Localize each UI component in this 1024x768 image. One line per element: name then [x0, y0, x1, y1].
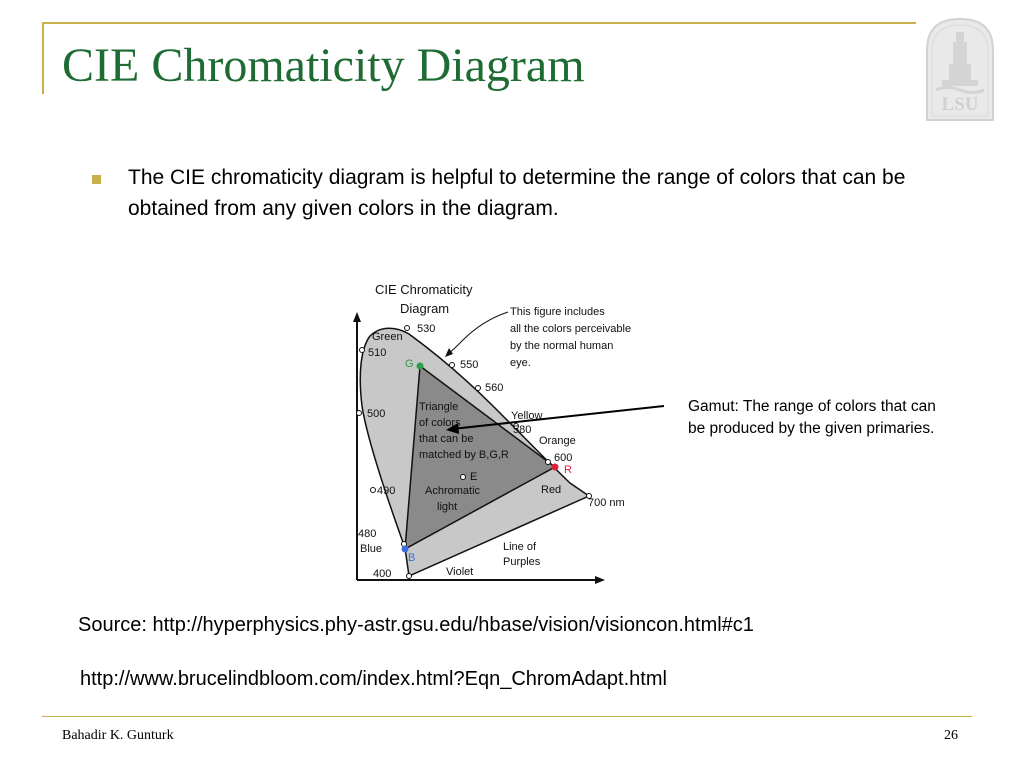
gamut-definition: Gamut: The range of colors that can be p… — [688, 398, 936, 437]
label-primary-b: B — [408, 552, 415, 564]
wl-marker-400 — [406, 573, 412, 579]
label-purples-line1: Line of — [503, 541, 537, 553]
diagram-title-line1: CIE Chromaticity — [375, 282, 473, 297]
figure-note-line1: This figure includes — [510, 306, 605, 318]
footer-rule — [42, 716, 972, 717]
note-pointer-head — [445, 348, 453, 357]
primaries-triangle — [404, 364, 557, 551]
primary-b-point — [401, 545, 409, 553]
wl-marker-600 — [545, 459, 551, 465]
title-frame-left-rule — [42, 22, 44, 94]
achromatic-line2: light — [437, 501, 457, 513]
label-primary-r: R — [564, 464, 572, 476]
label-510: 510 — [368, 347, 386, 359]
triangle-text-line2: of colors — [419, 417, 461, 429]
source-link-hyperphysics[interactable]: Source: http://hyperphysics.phy-astr.gsu… — [78, 614, 754, 636]
label-purples-line2: Purples — [503, 556, 541, 568]
label-green: Green — [372, 331, 403, 343]
label-700: 700 nm — [588, 497, 625, 509]
figure-note-line3: by the normal human — [510, 340, 613, 352]
wl-marker-560 — [475, 385, 481, 391]
label-550: 550 — [460, 359, 478, 371]
triangle-text-line3: that can be — [419, 433, 473, 445]
label-400: 400 — [373, 568, 391, 580]
slide-title: CIE Chromaticity Diagram — [62, 39, 585, 92]
primary-r-point — [551, 463, 559, 471]
triangle-text-line4: matched by B,G,R — [419, 449, 509, 461]
label-orange: Orange — [539, 435, 576, 447]
wl-marker-510 — [359, 347, 365, 353]
label-violet: Violet — [446, 566, 473, 578]
label-yellow: Yellow — [511, 410, 542, 422]
bullet-text: The CIE chromaticity diagram is helpful … — [128, 166, 906, 220]
label-primary-g: G — [405, 358, 414, 370]
label-blue: Blue — [360, 543, 382, 555]
note-pointer — [447, 311, 509, 355]
gamut-arrow — [446, 405, 665, 434]
label-480: 480 — [358, 528, 376, 540]
diagram-title-line2: Diagram — [400, 301, 449, 316]
page-number: 26 — [944, 728, 958, 743]
label-490: 490 — [377, 485, 395, 497]
wl-marker-580 — [513, 423, 519, 429]
cie-chromaticity-figure: CIE Chromaticity Diagram This figure inc… — [353, 282, 631, 584]
label-500: 500 — [367, 408, 385, 420]
achromatic-line1: Achromatic — [425, 485, 481, 497]
x-axis-arrow — [595, 576, 605, 584]
y-axis-arrow — [353, 312, 361, 322]
label-600: 600 — [554, 452, 572, 464]
source-link-brucelindbloom[interactable]: http://www.brucelindbloom.com/index.html… — [80, 668, 667, 690]
white-point-e — [460, 474, 466, 480]
lsu-logo: LSU — [926, 17, 994, 121]
wl-marker-490 — [370, 487, 376, 493]
wl-marker-530 — [404, 325, 410, 331]
label-e: E — [470, 471, 477, 483]
title-frame-top-rule — [42, 22, 916, 24]
footer-author: Bahadir K. Gunturk — [62, 728, 174, 743]
primary-g-point — [416, 362, 424, 370]
label-560: 560 — [485, 382, 503, 394]
wl-marker-700 — [586, 493, 592, 499]
figure-note-line2: all the colors perceivable — [510, 323, 631, 335]
label-580: 580 — [513, 424, 531, 436]
wl-marker-550 — [449, 362, 455, 368]
bullet-marker — [92, 175, 101, 184]
svg-text:LSU: LSU — [942, 94, 979, 115]
wl-marker-500 — [356, 410, 362, 416]
label-530: 530 — [417, 323, 435, 335]
triangle-text-line1: Triangle — [419, 401, 458, 413]
figure-note-line4: eye. — [510, 357, 531, 369]
label-red: Red — [541, 484, 561, 496]
